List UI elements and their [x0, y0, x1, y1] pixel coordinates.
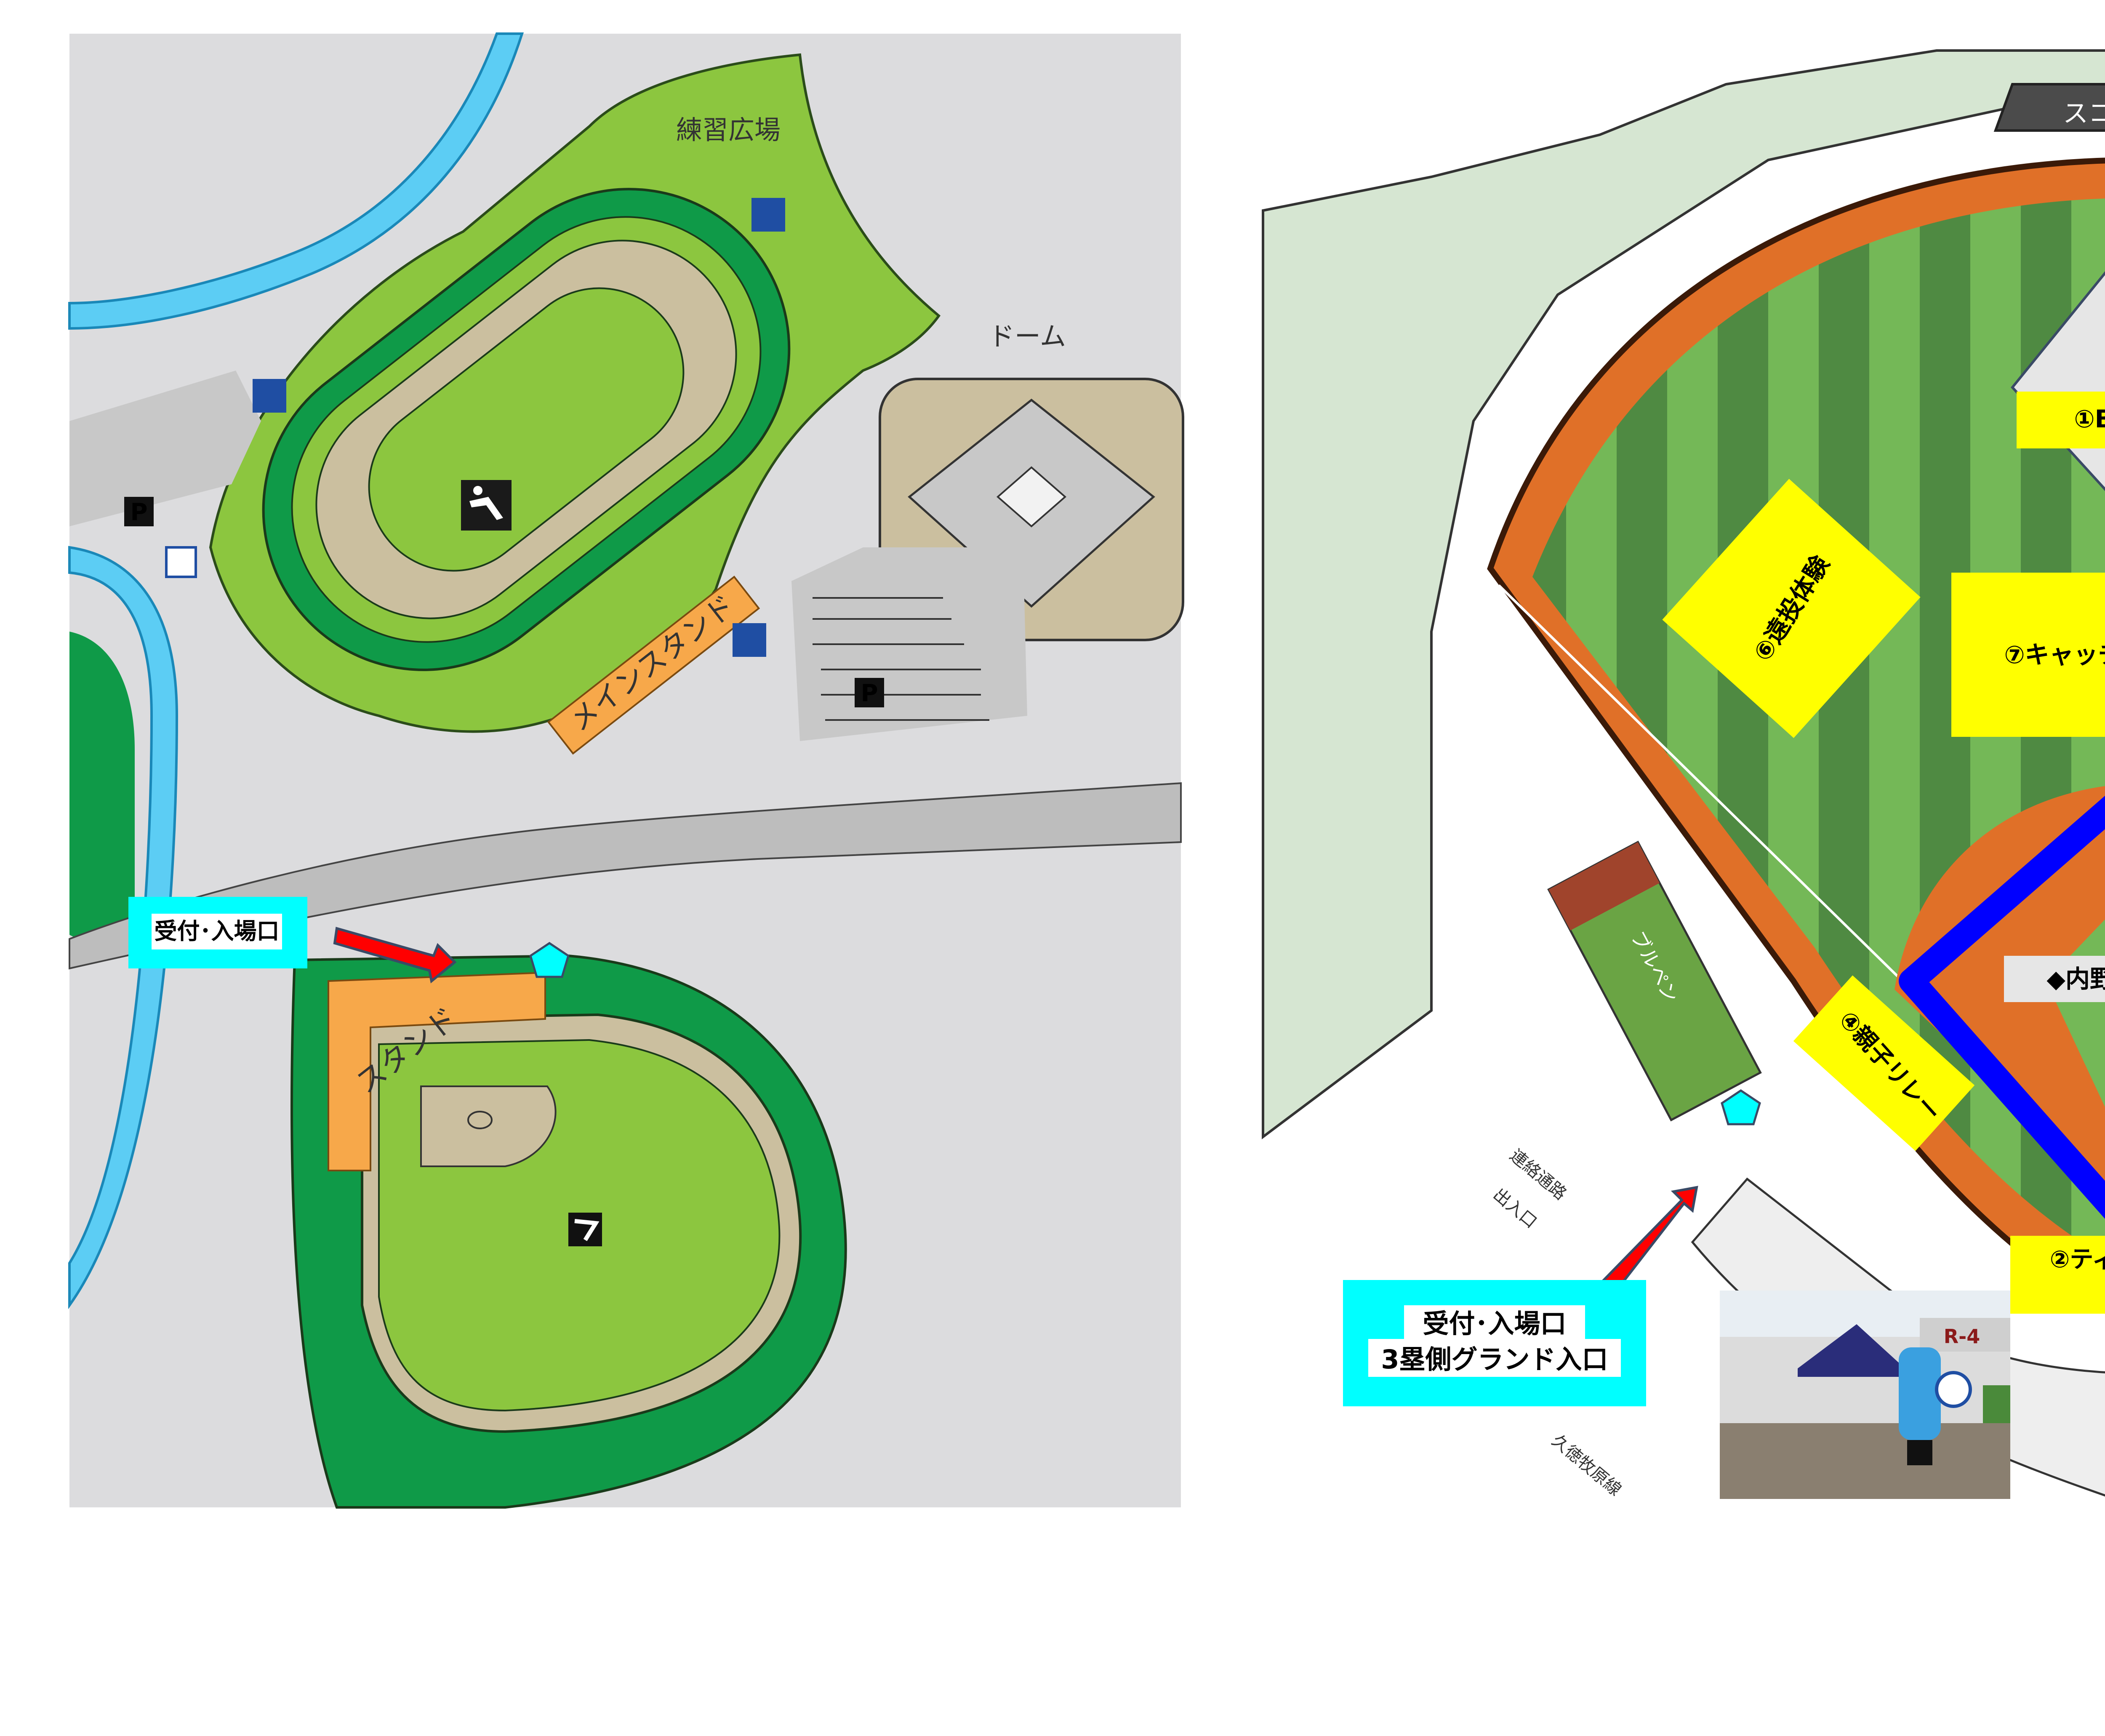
area-7-label: ⑦キャッチボールエリア	[2004, 640, 2105, 669]
mascot-balloon	[1899, 1347, 1941, 1440]
reception-photo: R-4	[1720, 1291, 2010, 1499]
practice-plaza-label: 練習広場	[676, 115, 781, 145]
parking-icon	[855, 678, 884, 707]
infield-notice: ◆内野使用不可◆	[2046, 965, 2105, 993]
area-7-box[interactable]	[1951, 573, 2105, 737]
dome-label: ドーム	[989, 321, 1066, 352]
area-1-label: ①BTボール	[2074, 405, 2105, 433]
baseball-stadium	[290, 954, 847, 1509]
area-2-label-line1: ②ティーバッティ	[2050, 1246, 2105, 1273]
area-4-box[interactable]	[1793, 975, 1975, 1151]
left-reception-label: 受付･入場口	[155, 918, 280, 944]
main-road	[69, 782, 1182, 970]
parking-lot: P	[791, 547, 1027, 741]
infield-closed-border	[1899, 795, 2105, 1219]
tent	[1798, 1324, 1905, 1368]
meeting-point-marker	[529, 941, 570, 978]
bullpen-left: ブルペン	[1547, 840, 1762, 1122]
scoreboard: スコアボード	[1993, 83, 2105, 132]
water-fountain-icon	[751, 198, 785, 232]
right-stadium-map: スコアボード ◆内野使用不可◆ ①BT	[1252, 34, 2105, 1507]
infield-dirt	[1894, 786, 2105, 1189]
athletics-icon	[461, 480, 512, 531]
photo-sign: R-4	[1944, 1325, 1980, 1348]
parking-lot-west: P	[69, 371, 261, 578]
water-fountain-icon	[253, 379, 286, 413]
athletics-stadium	[262, 188, 791, 671]
left-overview-map: メインスタンド 練習広場 ドーム P P	[68, 32, 1184, 1509]
area-2-box[interactable]	[2010, 1236, 2105, 1314]
reception-line1: 受付･入場口	[1423, 1308, 1566, 1339]
svg-text:P: P	[130, 499, 147, 526]
parking-icon	[124, 497, 154, 526]
meeting-point-marker	[1721, 1089, 1761, 1125]
restroom-icon	[165, 546, 197, 578]
green-area	[69, 632, 135, 942]
area-6-box[interactable]	[1662, 479, 1921, 738]
river	[68, 32, 524, 330]
reception-line2: 3塁側グランド入口	[1381, 1344, 1608, 1375]
scoreboard-label: スコアボード	[2063, 99, 2105, 128]
right-reception-callout: 受付･入場口 3塁側グランド入口	[1343, 1280, 1646, 1406]
left-reception-callout: 受付･入場口	[128, 897, 307, 968]
surrounding-area	[1262, 49, 2105, 1139]
direction-arrow	[333, 927, 457, 984]
area-1-box[interactable]	[2017, 392, 2105, 448]
water-fountain-icon	[733, 623, 766, 657]
svg-text:P: P	[861, 680, 878, 707]
infield-notice-box	[2004, 956, 2105, 1002]
baseball-icon	[568, 1213, 602, 1246]
